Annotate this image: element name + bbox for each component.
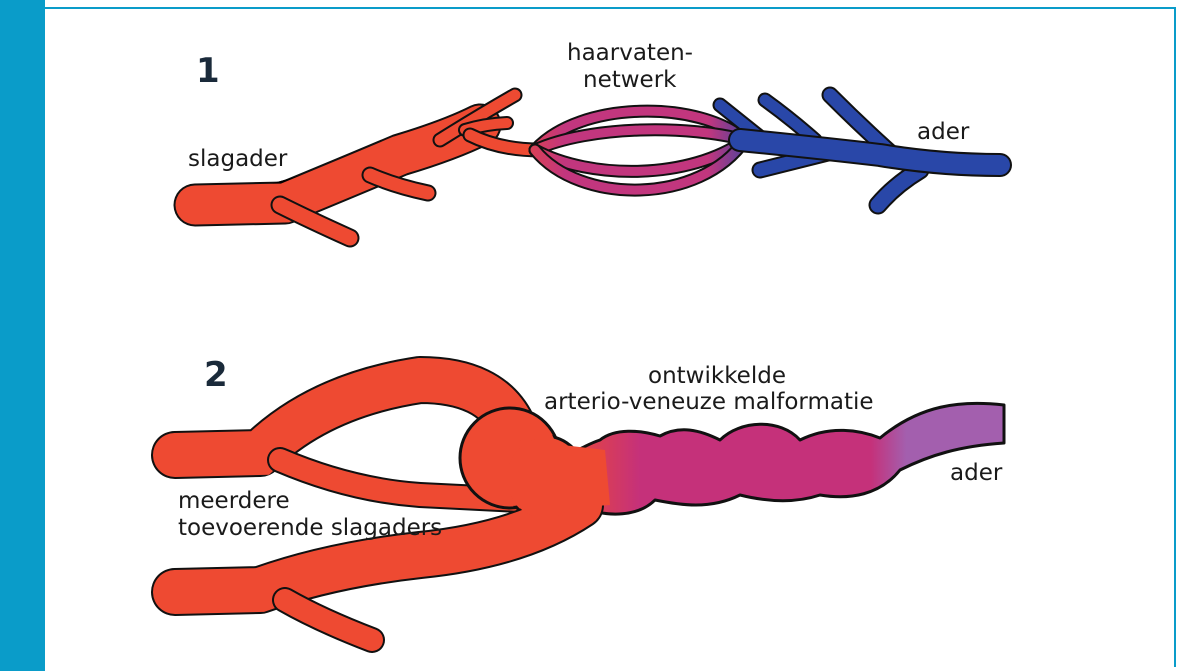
panel-2: 2 ontwikkelde arterio-veneuze malformati… xyxy=(175,355,1004,640)
artery-label-line1: meerdere xyxy=(178,488,290,514)
artery-label: slagader xyxy=(188,146,288,172)
vein-label-2: ader xyxy=(950,460,1003,486)
vein-label-1: ader xyxy=(917,119,970,145)
panel-1-number: 1 xyxy=(196,51,220,91)
malformation-label-line2: arterio-veneuze malformatie xyxy=(544,389,874,415)
capillary-label-line1: haarvaten- xyxy=(567,40,693,66)
avm-body xyxy=(540,403,1004,514)
capillary-label-line2: netwerk xyxy=(583,67,677,93)
panel-1: 1 slagader haarvaten- netwerk ader xyxy=(188,40,1000,238)
malformation-label-line1: ontwikkelde xyxy=(648,363,786,389)
vein-tree xyxy=(720,95,1000,205)
capillary-network xyxy=(535,111,745,190)
artery-label-line2: toevoerende slagaders xyxy=(178,515,442,541)
panel-2-number: 2 xyxy=(204,355,228,395)
